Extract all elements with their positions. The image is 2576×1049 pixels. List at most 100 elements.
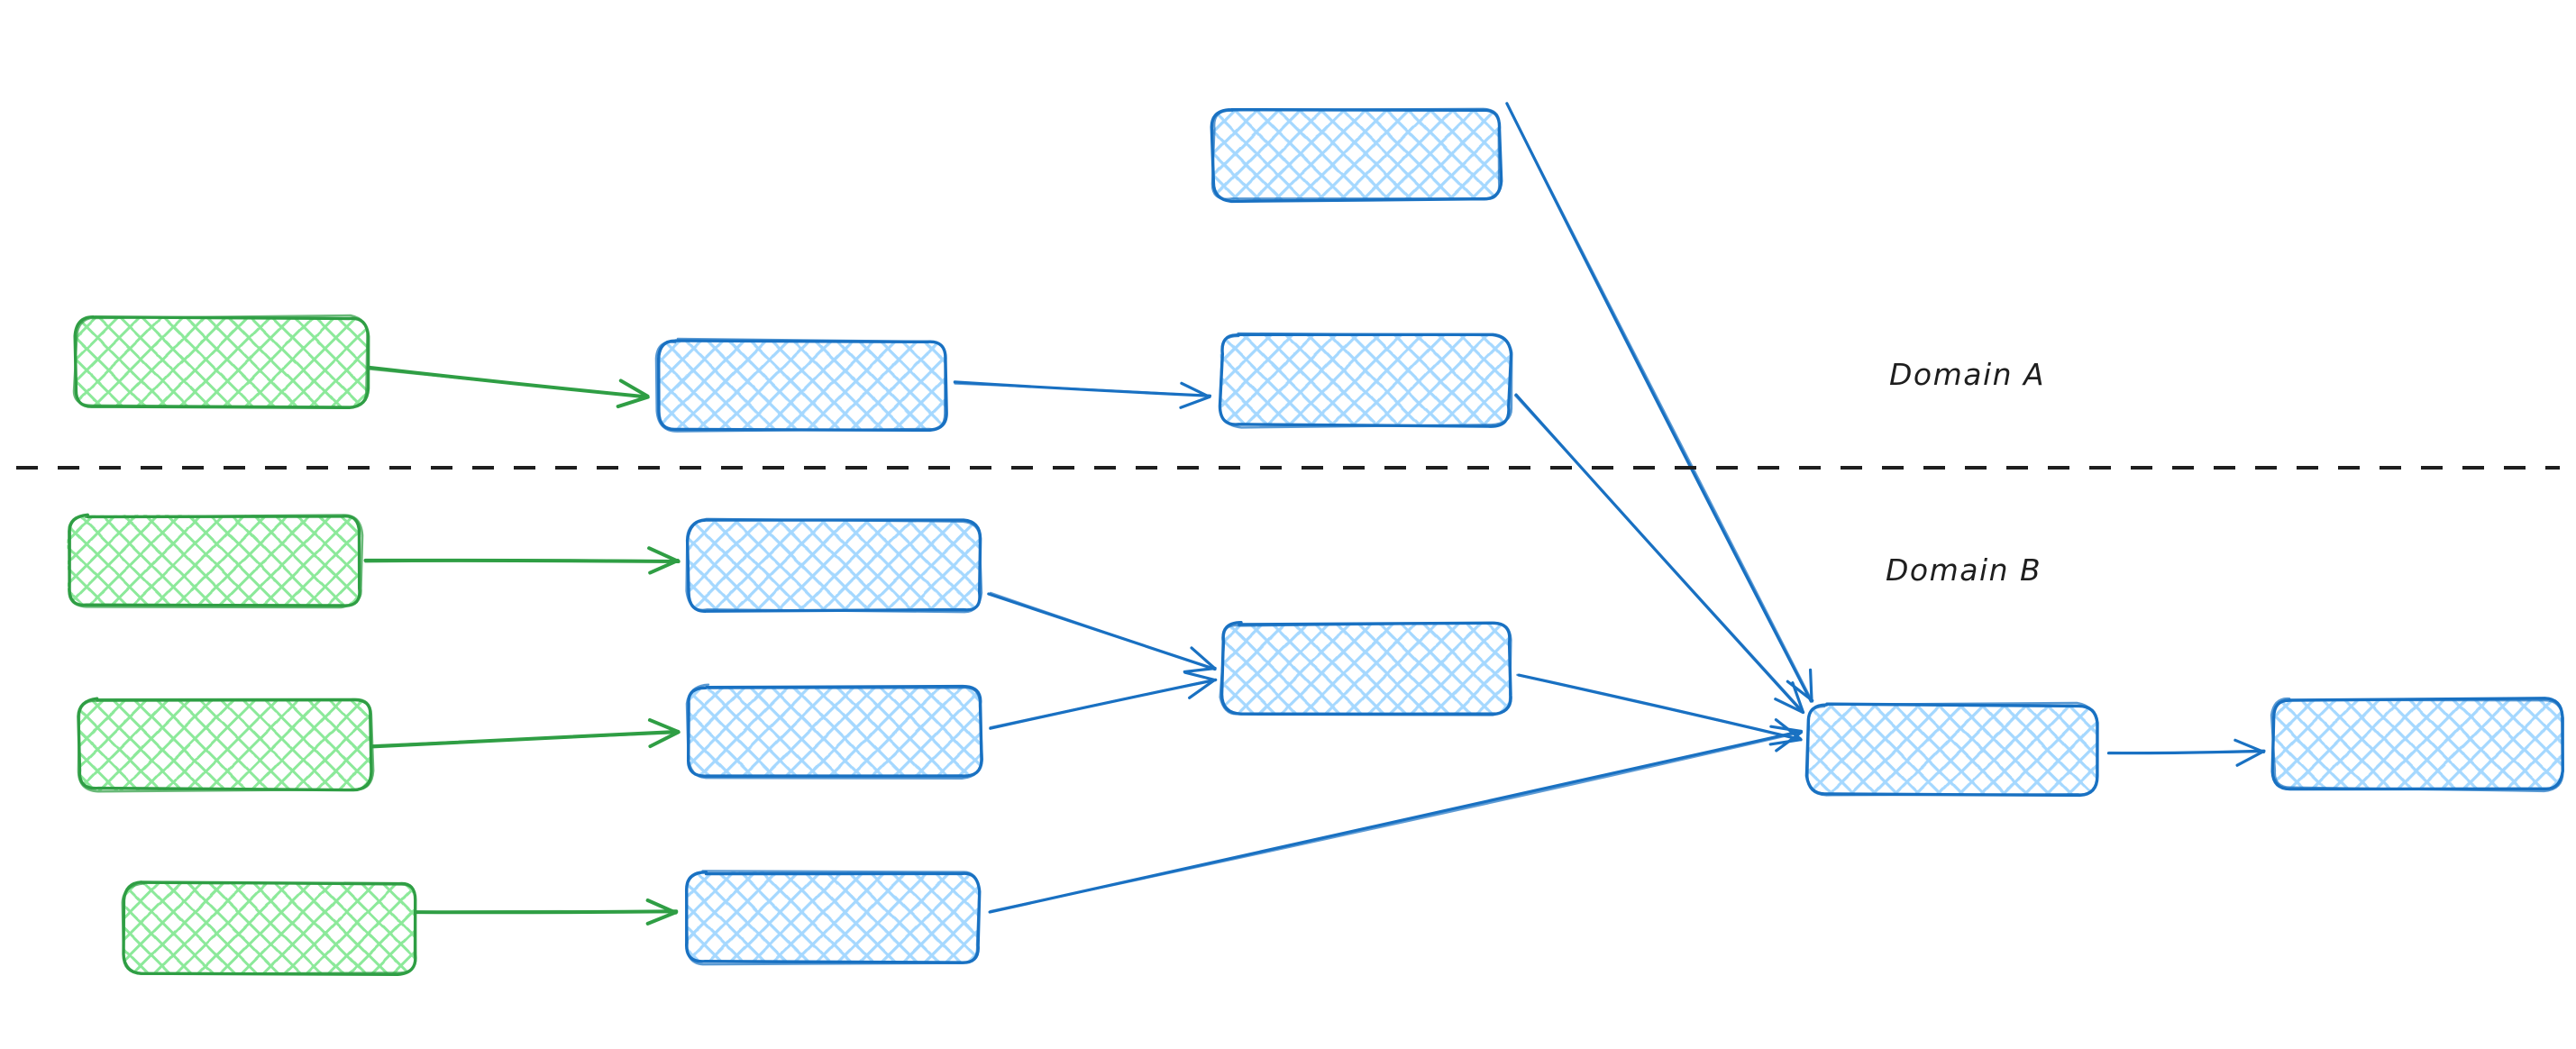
arrowhead	[618, 379, 650, 398]
node-fill	[688, 520, 982, 612]
node-outline	[685, 683, 984, 780]
node-fill	[75, 317, 369, 408]
arrowhead	[1768, 738, 1803, 746]
edge-e3	[1505, 102, 1814, 703]
label-domain-b: Domain B	[1886, 552, 2042, 588]
edge-shaft	[1505, 103, 1814, 703]
edge-e12	[2106, 738, 2266, 767]
arrowhead	[616, 395, 650, 409]
arrowhead	[1808, 668, 1813, 702]
node-outline	[77, 698, 375, 793]
node-hit-b-mid-3[interactable]	[687, 872, 979, 962]
node-outline	[1210, 107, 1501, 201]
node-hit-b-sink[interactable]	[1808, 705, 2096, 795]
node-b-src-2[interactable]	[77, 697, 375, 793]
arrowhead	[1786, 680, 1814, 702]
arrowhead	[645, 898, 678, 915]
edge-e5	[363, 546, 681, 575]
arrowhead	[1183, 670, 1217, 682]
node-b-final[interactable]	[2270, 697, 2564, 793]
edge-shaft	[989, 591, 1217, 671]
node-outline	[1219, 332, 1513, 429]
node-hit-a-src-1[interactable]	[76, 317, 368, 407]
node-hit-b-mid-1[interactable]	[689, 521, 981, 611]
node-fill	[685, 871, 980, 963]
arrowhead	[648, 730, 681, 749]
node-a-src-1[interactable]	[72, 314, 370, 409]
node-hit-b-mid-2[interactable]	[689, 687, 981, 777]
node-b-mid-1[interactable]	[685, 517, 983, 614]
arrowhead	[645, 910, 679, 926]
node-fill	[1211, 110, 1502, 201]
arrowhead	[648, 558, 680, 575]
node-outline	[67, 514, 364, 609]
node-fill	[657, 341, 946, 431]
node-hit-b-src-3[interactable]	[124, 883, 416, 973]
arrowhead	[1190, 646, 1216, 670]
node-hit-b-src-1[interactable]	[69, 515, 361, 606]
node-fill	[1808, 704, 2097, 796]
edge-e8	[987, 591, 1217, 674]
edge-shaft	[414, 909, 678, 914]
edge-shaft	[989, 679, 1216, 729]
edge-e6	[369, 717, 681, 749]
label-domain-a: Domain A	[1889, 357, 2046, 392]
node-hit-b-src-2[interactable]	[79, 699, 371, 789]
node-outline	[654, 337, 946, 433]
edge-shaft	[954, 382, 1211, 397]
arrowhead	[647, 546, 680, 563]
arrowhead	[1179, 395, 1211, 409]
arrowhead	[1180, 381, 1211, 398]
node-a-mid-1[interactable]	[654, 337, 948, 433]
node-fill	[123, 882, 416, 974]
node-outline	[121, 880, 417, 976]
node-fill	[688, 686, 982, 777]
arrowhead	[1791, 681, 1804, 714]
edge-shaft	[1516, 673, 1802, 741]
edge-e7	[414, 898, 679, 926]
node-outline	[685, 517, 983, 614]
node-outline	[72, 314, 369, 408]
edge-shaft	[370, 731, 680, 747]
node-hit-b-join[interactable]	[1222, 624, 1511, 714]
edge-e1	[367, 365, 650, 409]
node-fill	[67, 515, 361, 607]
node-outline	[684, 870, 981, 966]
node-fill	[78, 699, 372, 791]
edge-e11	[1516, 673, 1803, 746]
node-b-src-1[interactable]	[67, 513, 364, 609]
edge-shaft	[2107, 750, 2265, 754]
node-a-out-1[interactable]	[1218, 332, 1513, 429]
node-hit-a-out-top[interactable]	[1212, 110, 1501, 200]
node-b-sink[interactable]	[1804, 701, 2099, 798]
node-b-mid-3[interactable]	[684, 870, 982, 966]
node-outline	[2270, 698, 2564, 793]
edge-layer	[363, 102, 2266, 926]
edge-e4	[1513, 393, 1805, 715]
node-b-src-3[interactable]	[121, 880, 417, 977]
node-hit-b-final[interactable]	[2273, 699, 2562, 789]
edge-e2	[953, 380, 1212, 409]
node-a-out-top[interactable]	[1210, 107, 1503, 204]
node-b-join[interactable]	[1219, 620, 1512, 716]
node-outline	[1219, 621, 1512, 716]
arrowhead	[1774, 718, 1802, 741]
arrowhead	[2233, 738, 2266, 754]
node-layer	[67, 107, 2564, 977]
node-b-mid-2[interactable]	[685, 683, 984, 780]
node-hit-a-mid-1[interactable]	[658, 341, 946, 431]
node-hit-a-out-1[interactable]	[1221, 335, 1510, 425]
edge-shaft	[367, 367, 648, 398]
edge-shaft	[1513, 394, 1805, 714]
arrowhead	[1183, 666, 1217, 674]
node-outline	[1806, 701, 2098, 797]
node-fill	[1220, 334, 1510, 425]
arrowhead	[1774, 698, 1805, 715]
edge-shaft	[989, 731, 1802, 913]
arrowhead	[2235, 750, 2266, 767]
arrowhead	[647, 717, 681, 734]
edge-e10	[988, 725, 1804, 914]
arrowhead	[1188, 679, 1216, 699]
